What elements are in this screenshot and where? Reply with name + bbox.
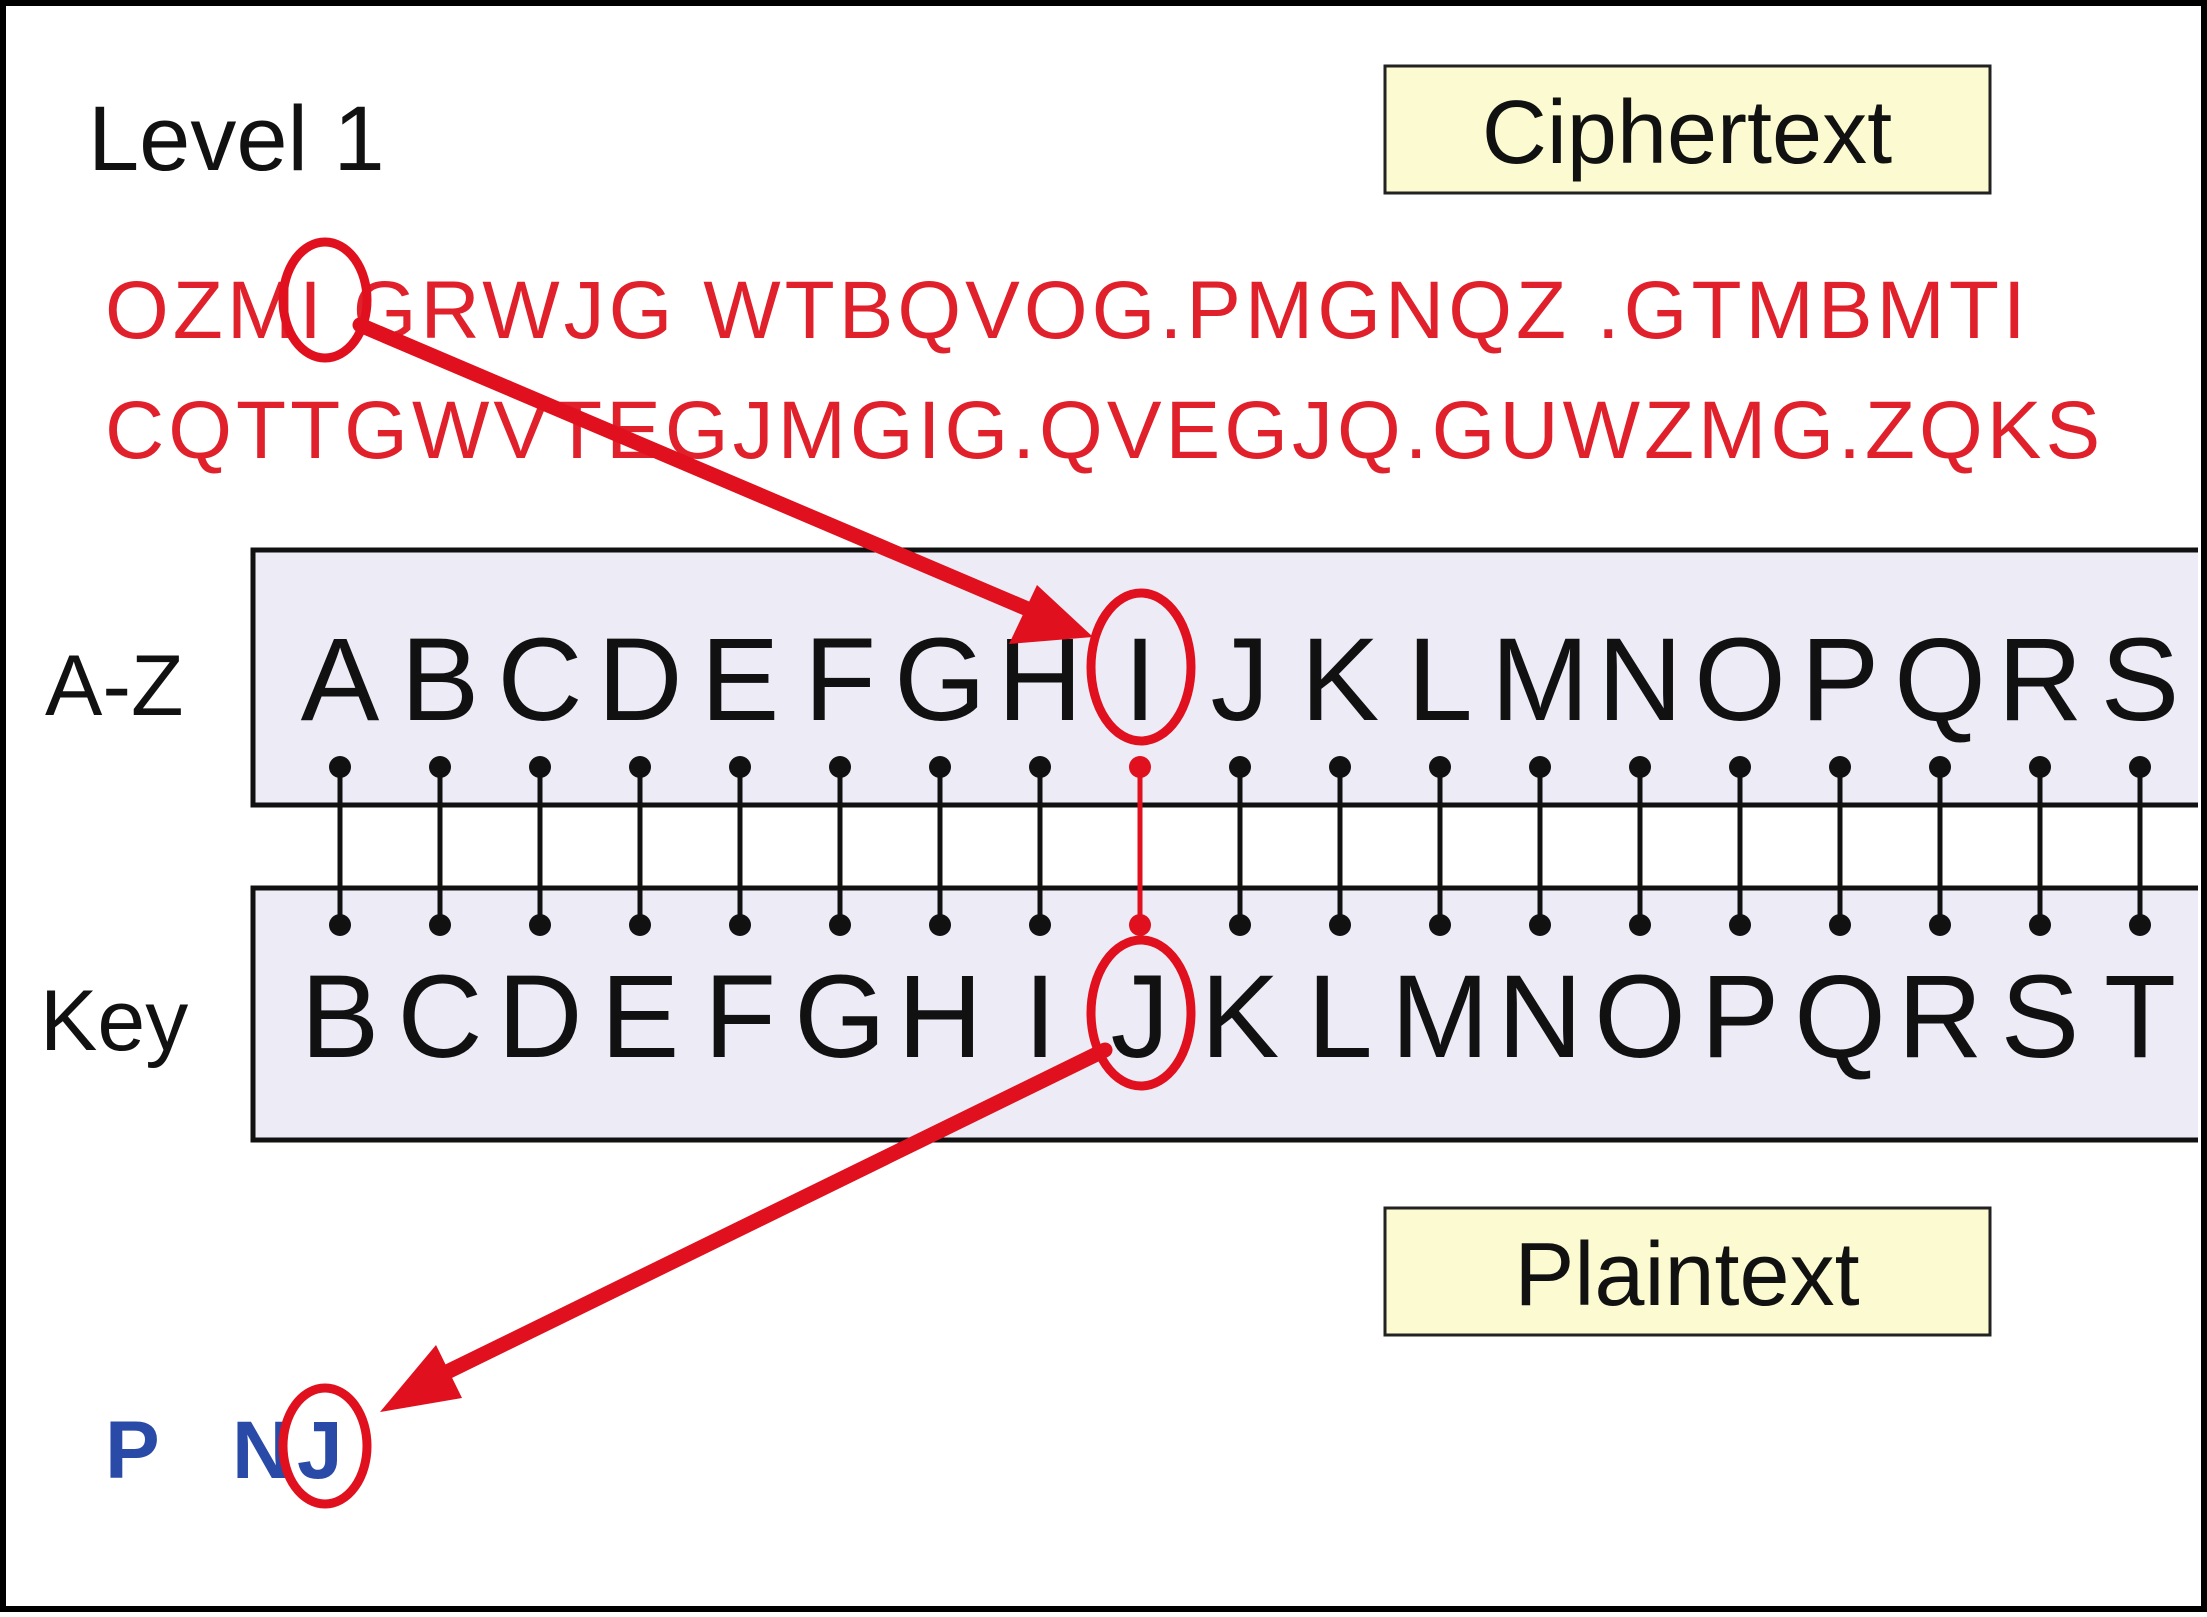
alphabet-letter-l: L bbox=[1407, 614, 1473, 746]
highlight-circle-alphabet bbox=[1086, 588, 1196, 746]
alphabet-letter-a: A bbox=[301, 614, 380, 746]
alphabet-letter-n: N bbox=[1597, 614, 1682, 746]
alphabet-letter-g: G bbox=[894, 614, 986, 746]
key-letter-m: M bbox=[1391, 951, 1489, 1083]
plaintext-label-box: Plaintext bbox=[1383, 1206, 1992, 1337]
key-letter-p: P bbox=[1701, 951, 1780, 1083]
connector-j bbox=[1229, 756, 1251, 936]
plaintext-letter-3: J bbox=[297, 1405, 343, 1496]
connectors bbox=[329, 756, 2151, 936]
key-letter-r: R bbox=[1897, 951, 1982, 1083]
connector-n bbox=[1629, 756, 1651, 936]
key-letter-d: D bbox=[497, 951, 582, 1083]
key-letter-t: T bbox=[2104, 951, 2176, 1083]
ciphertext-line-2: CQTTGWVTEGJMGIG.QVEGJQ.GUWZMG.ZQKS bbox=[105, 385, 2104, 476]
plaintext-letter-1: P bbox=[105, 1405, 160, 1496]
alphabet-letter-m: M bbox=[1491, 614, 1589, 746]
highlight-circle-cipher bbox=[278, 237, 372, 363]
alphabet-letter-o: O bbox=[1694, 614, 1786, 746]
alphabet-letter-b: B bbox=[401, 614, 480, 746]
highlight-circle-key bbox=[1086, 935, 1196, 1091]
alphabet-letter-f: F bbox=[804, 614, 876, 746]
arrow-key-to-plaintext bbox=[380, 1042, 1113, 1412]
alphabet-row-box bbox=[250, 547, 2198, 808]
alphabet-letter-s: S bbox=[2101, 614, 2180, 746]
ciphertext-line-1: OZMI GRWJG WTBQVOG.PMGNQZ .GTMBMTI bbox=[105, 265, 2030, 356]
connector-f bbox=[829, 756, 851, 936]
key-letter-l: L bbox=[1307, 951, 1373, 1083]
alphabet-letter-p: P bbox=[1801, 614, 1880, 746]
key-letter-b: B bbox=[301, 951, 380, 1083]
connector-m bbox=[1529, 756, 1551, 936]
key-letter-f: F bbox=[704, 951, 776, 1083]
connector-a bbox=[329, 756, 351, 936]
key-letter-s: S bbox=[2001, 951, 2080, 1083]
alphabet-letter-r: R bbox=[1997, 614, 2082, 746]
key-letter-j: J bbox=[1111, 951, 1170, 1083]
plaintext-label: Plaintext bbox=[1514, 1225, 1859, 1325]
connector-e bbox=[729, 756, 751, 936]
alphabet-letter-j: J bbox=[1211, 614, 1270, 746]
key-row-box bbox=[250, 885, 2198, 1143]
alphabet-letter-q: Q bbox=[1894, 614, 1986, 746]
level-title: Level 1 bbox=[88, 88, 385, 190]
alphabet-letter-i: I bbox=[1124, 614, 1157, 746]
key-row-label: Key bbox=[40, 973, 188, 1069]
ciphertext-label: Ciphertext bbox=[1482, 83, 1892, 183]
arrow-cipher-to-alphabet bbox=[352, 317, 1093, 644]
key-letter-o: O bbox=[1594, 951, 1686, 1083]
connector-c bbox=[529, 756, 551, 936]
alphabet-letter-d: D bbox=[597, 614, 682, 746]
connector-l bbox=[1429, 756, 1451, 936]
key-letter-h: H bbox=[897, 951, 982, 1083]
alphabet-letter-k: K bbox=[1301, 614, 1380, 746]
key-letter-n: N bbox=[1497, 951, 1582, 1083]
connector-o bbox=[1729, 756, 1751, 936]
connector-i bbox=[1129, 756, 1151, 936]
connector-b bbox=[429, 756, 451, 936]
connector-q bbox=[1929, 756, 1951, 936]
alphabet-row-label: A-Z bbox=[45, 638, 184, 734]
highlight-circle-plain bbox=[278, 1383, 372, 1509]
alphabet-letter-e: E bbox=[701, 614, 780, 746]
key-letter-k: K bbox=[1201, 951, 1280, 1083]
key-letter-i: I bbox=[1024, 951, 1057, 1083]
connector-k bbox=[1329, 756, 1351, 936]
key-letter-e: E bbox=[601, 951, 680, 1083]
connector-g bbox=[929, 756, 951, 936]
key-letter-q: Q bbox=[1794, 951, 1886, 1083]
connector-r bbox=[2029, 756, 2051, 936]
key-letter-c: C bbox=[397, 951, 482, 1083]
alphabet-letter-c: C bbox=[497, 614, 582, 746]
connector-d bbox=[629, 756, 651, 936]
connector-h bbox=[1029, 756, 1051, 936]
connector-s bbox=[2129, 756, 2151, 936]
ciphertext-label-box: Ciphertext bbox=[1383, 64, 1992, 195]
plaintext-output: P N J bbox=[105, 1405, 343, 1496]
connector-p bbox=[1829, 756, 1851, 936]
key-letter-g: G bbox=[794, 951, 886, 1083]
